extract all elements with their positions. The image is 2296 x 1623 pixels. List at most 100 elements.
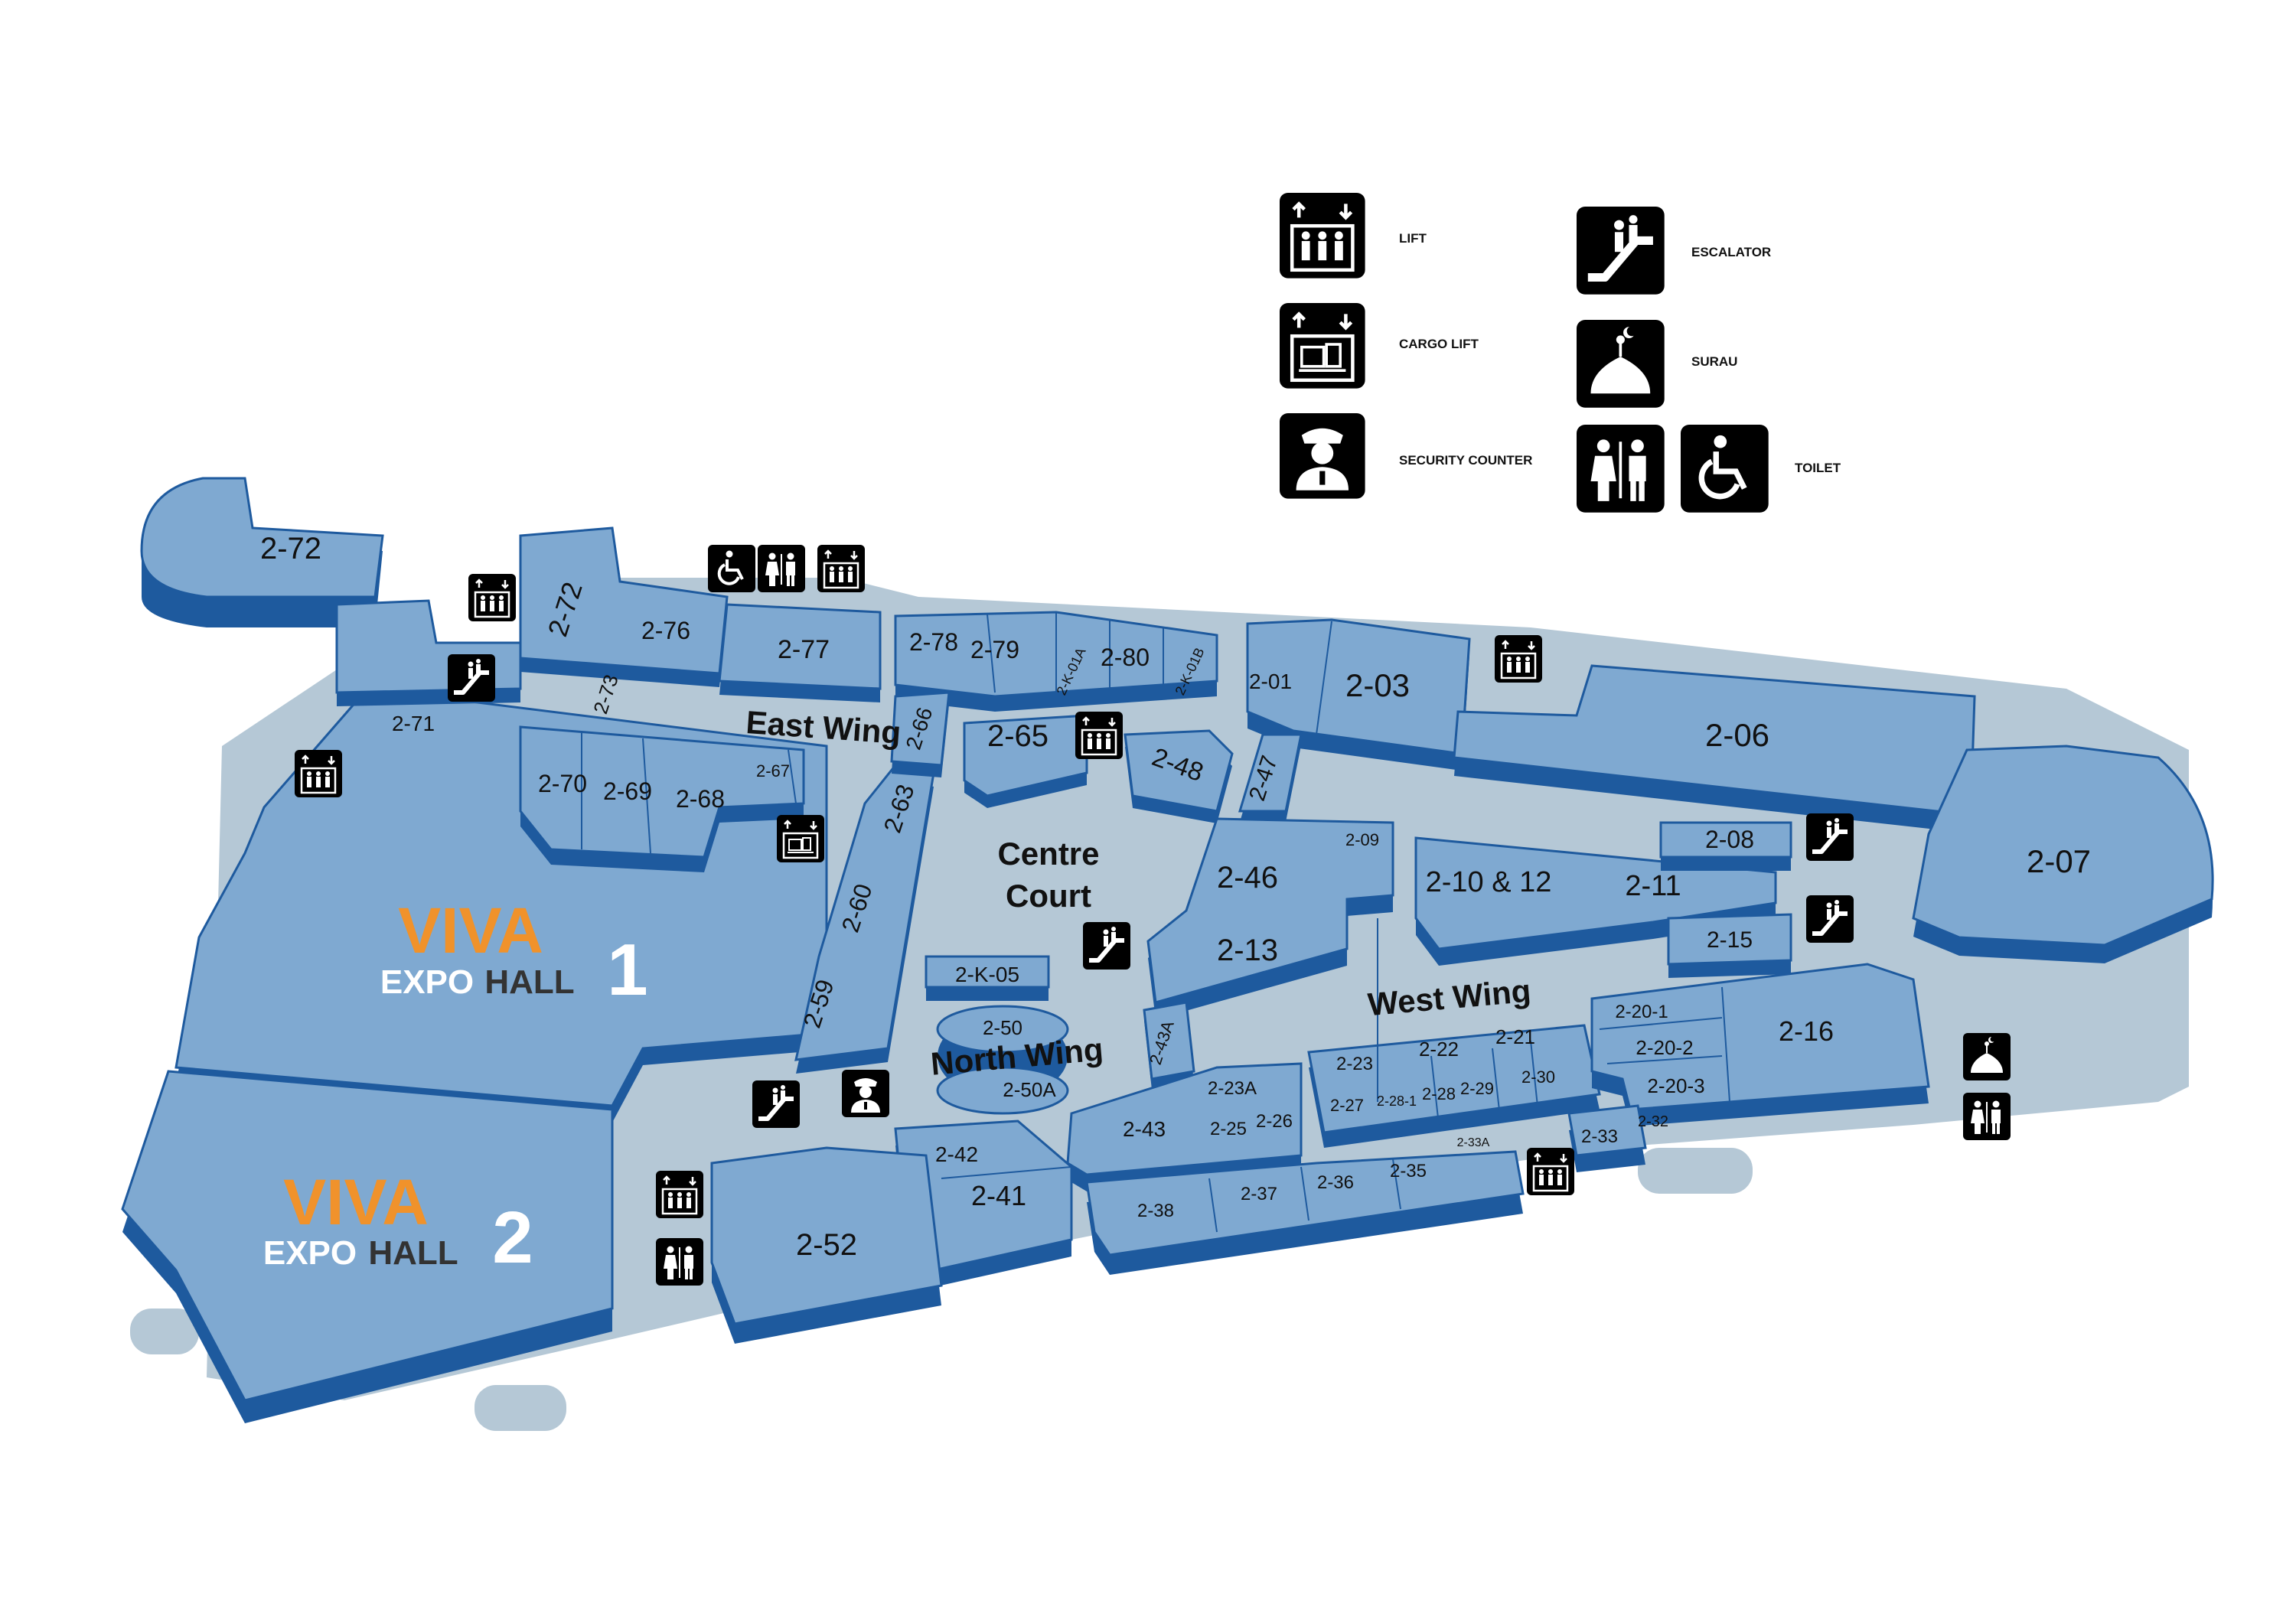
viva-expo-hall-2: VIVA EXPO HALL 2 <box>263 1166 533 1279</box>
toilet-icon <box>758 545 805 592</box>
unit-2-38: 2-38 <box>1137 1201 1174 1221</box>
legend-lift: LIFT <box>1280 193 1427 279</box>
unit-2-25: 2-25 <box>1210 1119 1247 1139</box>
unit-2-23a: 2-23A <box>1208 1078 1257 1099</box>
lift-icon <box>654 1169 705 1220</box>
hall1-viva: VIVA <box>398 895 543 966</box>
unit-2-22: 2-22 <box>1419 1038 1459 1061</box>
lift-icon <box>1074 710 1124 761</box>
unit-2-03: 2-03 <box>1345 667 1410 703</box>
hall2-viva: VIVA <box>283 1166 429 1238</box>
zone-centre-court-line1: Centre <box>997 836 1099 872</box>
unit-2-35: 2-35 <box>1390 1161 1427 1181</box>
zone-centre-court-line2: Court <box>1006 878 1091 914</box>
unit-2-43: 2-43 <box>1123 1117 1166 1141</box>
unit-2-07: 2-07 <box>2027 843 2091 879</box>
unit-2-26: 2-26 <box>1256 1111 1293 1132</box>
escalator-icon <box>1577 207 1665 295</box>
unit-2-21: 2-21 <box>1495 1025 1535 1048</box>
hall1-number: 1 <box>607 929 647 1011</box>
legend-escalator-label: ESCALATOR <box>1691 245 1771 259</box>
unit-2-67: 2-67 <box>756 761 790 781</box>
unit-2-27: 2-27 <box>1330 1096 1364 1115</box>
unit-2-37: 2-37 <box>1241 1184 1277 1204</box>
unit-2-33: 2-33 <box>1581 1126 1618 1147</box>
legend-cargo-lift-label: CARGO LIFT <box>1399 337 1479 351</box>
unit-2-01: 2-01 <box>1249 670 1292 693</box>
wheelchair-toilet-icon <box>706 543 757 594</box>
unit-2-13: 2-13 <box>1217 934 1278 967</box>
legend: LIFT CARGO LIFT SECURITY COUNTER ESCALAT… <box>1280 193 1841 513</box>
surau-icon <box>1962 1032 2011 1081</box>
lift-icon <box>467 572 517 623</box>
lift-icon <box>1525 1146 1576 1197</box>
unit-2-15: 2-15 <box>1707 927 1753 953</box>
unit-2-36: 2-36 <box>1317 1172 1354 1193</box>
surau-icon <box>1575 318 1666 409</box>
cargo-lift-icon <box>1280 303 1365 389</box>
escalator-icon <box>752 1080 800 1128</box>
unit-2-42: 2-42 <box>935 1142 978 1166</box>
unit-2-33a: 2-33A <box>1457 1136 1490 1149</box>
unit-2-77: 2-77 <box>778 635 830 664</box>
hall1-hall: HALL <box>484 963 574 1001</box>
hall2-expo: EXPO <box>263 1234 357 1272</box>
unit-2-41: 2-41 <box>971 1180 1026 1211</box>
unit-2-80: 2-80 <box>1101 644 1150 671</box>
unit-2-09: 2-09 <box>1345 830 1379 849</box>
legend-toilet-label: TOILET <box>1795 461 1841 475</box>
unit-2-23: 2-23 <box>1336 1054 1373 1074</box>
hall1-expo: EXPO <box>380 963 474 1001</box>
unit-2-30: 2-30 <box>1521 1067 1555 1087</box>
legend-surau: SURAU <box>1575 318 1737 409</box>
security-icon <box>842 1070 889 1117</box>
lift-icon <box>816 543 866 594</box>
unit-2-32: 2-32 <box>1638 1113 1668 1130</box>
lift-icon <box>293 748 344 799</box>
security-icon <box>1280 413 1365 499</box>
unit-2-68: 2-68 <box>676 785 725 813</box>
unit-2-70: 2-70 <box>538 770 587 797</box>
unit-2-50a: 2-50A <box>1003 1078 1056 1101</box>
cargo-lift-icon <box>775 813 826 864</box>
shop-dividers <box>581 612 1730 1233</box>
unit-2-29: 2-29 <box>1460 1079 1494 1098</box>
unit-2-72-a: 2-72 <box>260 532 321 565</box>
hall2-hall: HALL <box>368 1234 458 1272</box>
legend-escalator: ESCALATOR <box>1577 207 1771 295</box>
escalator-icon <box>1806 813 1854 861</box>
unit-2-46: 2-46 <box>1217 861 1278 895</box>
lift-icon <box>1493 634 1544 684</box>
legend-toilet: TOILET <box>1577 425 1841 513</box>
unit-2-65: 2-65 <box>987 719 1049 753</box>
lift-icon <box>1280 193 1365 279</box>
unit-2-20-1: 2-20-1 <box>1615 1002 1668 1022</box>
unit-2-50: 2-50 <box>983 1016 1022 1039</box>
hall2-number: 2 <box>492 1197 533 1279</box>
unit-2-20-2: 2-20-2 <box>1636 1036 1693 1059</box>
legend-security-label: SECURITY COUNTER <box>1399 453 1532 468</box>
unit-2-10-12: 2-10 & 12 <box>1426 866 1552 898</box>
viva-expo-hall-1: VIVA EXPO HALL 1 <box>380 895 648 1011</box>
toilet-icon <box>1577 425 1665 513</box>
unit-2-06: 2-06 <box>1705 717 1769 753</box>
escalator-icon <box>1806 895 1854 943</box>
escalator-icon <box>448 654 495 702</box>
legend-security-counter: SECURITY COUNTER <box>1280 413 1532 499</box>
unit-2-28: 2-28 <box>1422 1084 1456 1103</box>
toilet-icon <box>1963 1093 2011 1140</box>
unit-2-28-1: 2-28-1 <box>1377 1093 1417 1109</box>
unit-2-78: 2-78 <box>909 628 958 656</box>
unit-2-16: 2-16 <box>1779 1015 1834 1047</box>
unit-2-k-05: 2-K-05 <box>955 963 1019 986</box>
unit-2-76: 2-76 <box>641 617 690 644</box>
unit-2-69: 2-69 <box>603 777 652 805</box>
unit-2-71: 2-71 <box>392 712 435 735</box>
legend-cargo-lift: CARGO LIFT <box>1280 303 1479 389</box>
wheelchair-toilet-icon <box>1681 425 1769 513</box>
legend-surau-label: SURAU <box>1691 354 1737 369</box>
unit-2-52: 2-52 <box>796 1228 857 1262</box>
toilet-icon <box>656 1238 703 1286</box>
unit-2-11: 2-11 <box>1625 870 1681 902</box>
